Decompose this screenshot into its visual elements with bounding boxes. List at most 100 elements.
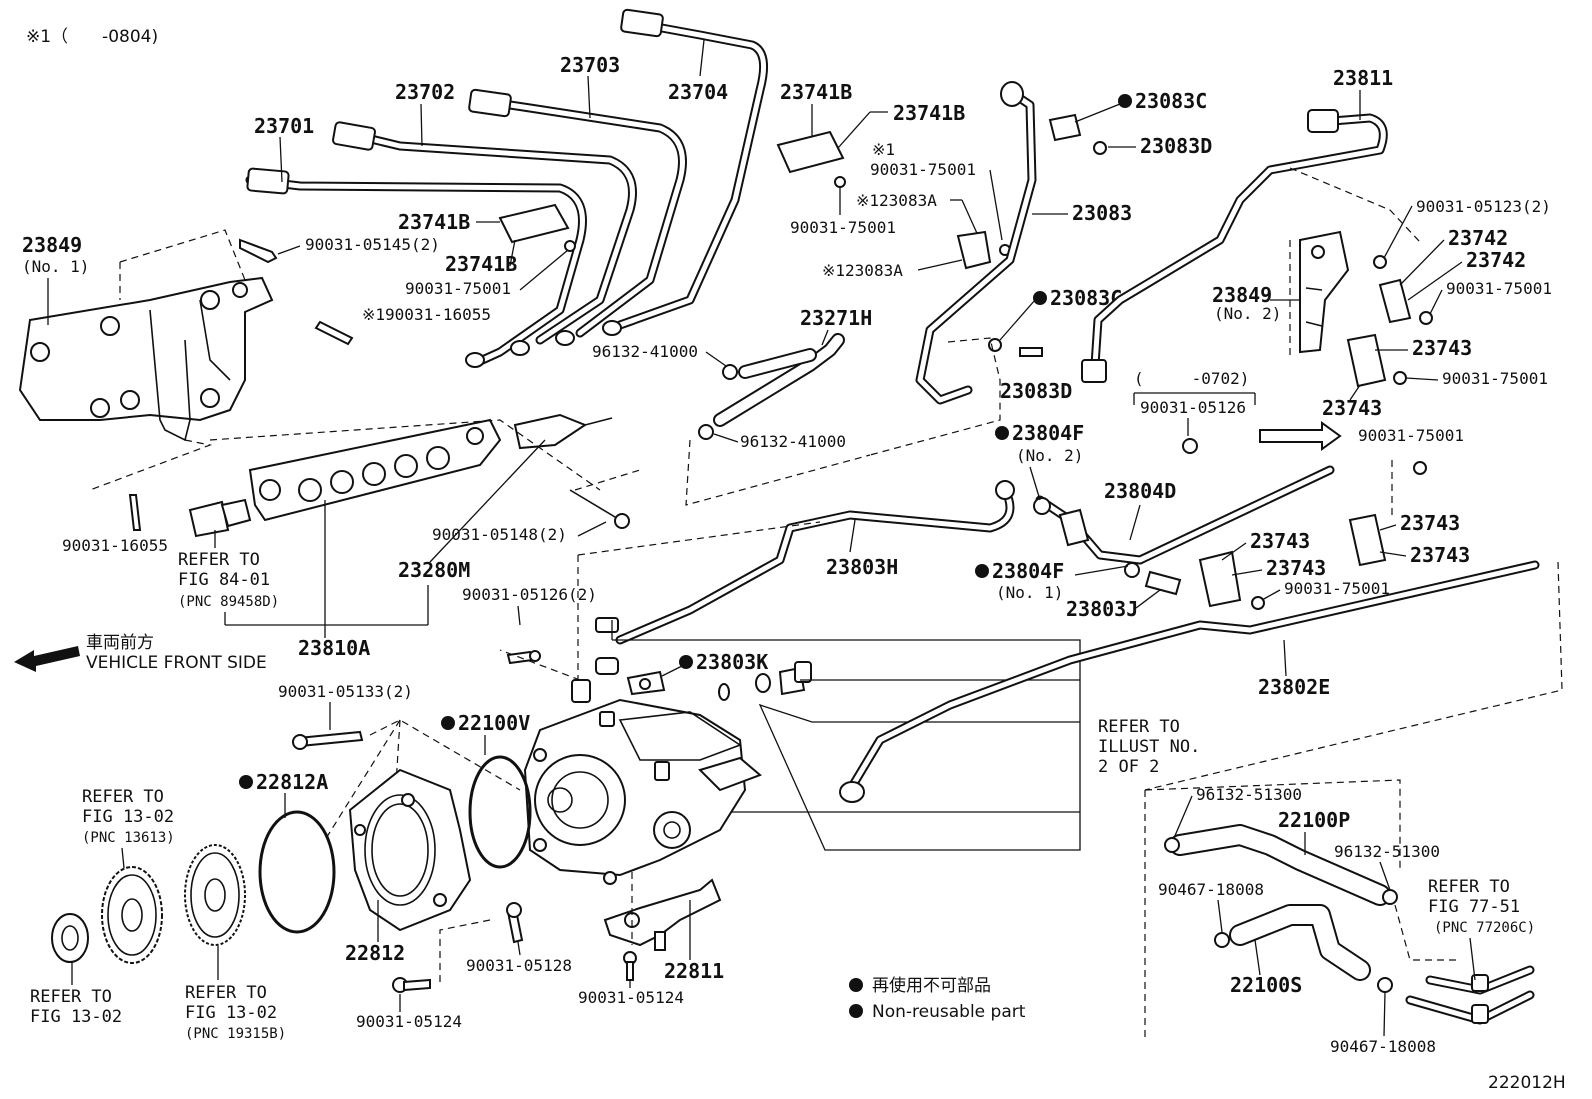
pipe-23804d bbox=[1033, 465, 1335, 596]
label-23803h: 23803H bbox=[826, 555, 898, 579]
label-22812: 22812 bbox=[345, 941, 405, 965]
label-96132-41000-b: 96132-41000 bbox=[740, 432, 846, 451]
bracket-23849-no2 bbox=[1198, 230, 1433, 610]
label-90031-75001-e: 90031-75001 bbox=[1358, 426, 1464, 445]
label-23743-b: 23743 bbox=[1322, 396, 1382, 420]
label-90031-75001-c: 90031-75001 bbox=[1446, 279, 1552, 298]
label-22811: 22811 bbox=[664, 959, 724, 983]
range-note: ( -0702) bbox=[1134, 369, 1249, 388]
nut-part bbox=[51, 913, 89, 963]
pipe-23811 bbox=[1081, 109, 1388, 383]
label-90031-05148: 90031-05148(2) bbox=[432, 525, 567, 544]
label-23741b-b: 23741B bbox=[893, 101, 965, 125]
label-90031-05123: 90031-05123(2) bbox=[1416, 197, 1551, 216]
label-23083a-1: ※123083A bbox=[856, 191, 937, 210]
label-23804d: 23804D bbox=[1104, 479, 1176, 503]
label-23741b-a: 23741B bbox=[780, 80, 852, 104]
pipe-23803h bbox=[615, 480, 1015, 645]
gear-13613 bbox=[101, 866, 163, 964]
label-23703: 23703 bbox=[560, 53, 620, 77]
common-rail-23810a bbox=[248, 413, 613, 522]
bracket-23849-no1 bbox=[18, 276, 274, 442]
refer-fig13c-line3: (PNC 19315B) bbox=[185, 1026, 286, 1042]
refer-fig13b-line1: REFER TO bbox=[30, 987, 112, 1007]
pipe-23802e bbox=[839, 560, 1540, 803]
label-22100v: 22100V bbox=[458, 711, 530, 735]
front-label-en: VEHICLE FRONT SIDE bbox=[86, 653, 267, 673]
refer-fig13c-line2: FIG 13-02 bbox=[185, 1003, 277, 1023]
label-96132-51300-a: 96132-51300 bbox=[1196, 785, 1302, 804]
oring-22812a bbox=[258, 810, 336, 934]
label-23743-d: 23743 bbox=[1266, 556, 1326, 580]
label-90031-05126-2: 90031-05126(2) bbox=[462, 585, 597, 604]
label-90031-05145: 90031-05145(2) bbox=[305, 235, 440, 254]
label-23849-no1-sub: (No. 1) bbox=[22, 257, 89, 276]
label-23804f-a-sub: (No. 2) bbox=[1016, 446, 1083, 465]
label-22812a: 22812A bbox=[256, 770, 328, 794]
refer-fig13a-line1: REFER TO bbox=[82, 787, 164, 807]
label-90031-05124-a: 90031-05124 bbox=[356, 1012, 462, 1031]
gear-19315b bbox=[184, 844, 246, 946]
label-22100p: 22100P bbox=[1278, 808, 1350, 832]
hose-22100s bbox=[1214, 904, 1393, 993]
label-90031-75001-d: 90031-75001 bbox=[1442, 369, 1548, 388]
legend-ja: 再使用不可部品 bbox=[872, 975, 991, 996]
hose-23271h bbox=[698, 333, 845, 440]
pressure-sensor bbox=[188, 498, 252, 538]
pipe-23083 bbox=[915, 81, 1107, 405]
hose-22100p bbox=[1164, 824, 1398, 906]
refer-fig13a-line3: (PNC 13613) bbox=[82, 830, 175, 846]
label-23849-no2-sub: (No. 2) bbox=[1214, 304, 1281, 323]
label-23083c-a: 23083C bbox=[1135, 89, 1207, 113]
refer-fig84-line3: (PNC 89458D) bbox=[178, 594, 279, 610]
refer-fig77-line3: (PNC 77206C) bbox=[1434, 920, 1535, 936]
label-22100s: 22100S bbox=[1230, 973, 1302, 997]
label-23742-b: 23742 bbox=[1466, 248, 1526, 272]
label-90031-05126-top: 90031-05126 bbox=[1140, 398, 1246, 417]
vehicle-front-arrow bbox=[14, 646, 80, 672]
label-23803k: 23803K bbox=[696, 650, 768, 674]
label-90031-05124-b: 90031-05124 bbox=[578, 988, 684, 1007]
label-90031-75001-g: 90031-75001 bbox=[1284, 579, 1390, 598]
label-23811: 23811 bbox=[1333, 66, 1393, 90]
label-23083d-a: 23083D bbox=[1140, 134, 1212, 158]
label-90467-18008-a: 90467-18008 bbox=[1158, 880, 1264, 899]
label-23803j: 23803J bbox=[1066, 597, 1138, 621]
label-23083a-2: ※123083A bbox=[822, 261, 903, 280]
label-23704: 23704 bbox=[668, 80, 728, 104]
label-23743-c: 23743 bbox=[1250, 529, 1310, 553]
label-23742-a: 23742 bbox=[1448, 226, 1508, 250]
pipe-clamps-23741b bbox=[498, 130, 846, 252]
label-23802e: 23802E bbox=[1258, 675, 1330, 699]
plate-22812 bbox=[348, 768, 472, 932]
refer-fig77-line2: FIG 77-51 bbox=[1428, 897, 1520, 917]
label-23741b-d: 23741B bbox=[445, 252, 517, 276]
figure-id: 222012H bbox=[1488, 1073, 1566, 1093]
refer-illust-line1: REFER TO bbox=[1098, 717, 1180, 737]
label-96132-41000-a: 96132-41000 bbox=[592, 342, 698, 361]
label-96132-51300-b: 96132-51300 bbox=[1334, 842, 1440, 861]
label-23743-f: 23743 bbox=[1410, 543, 1470, 567]
label-23804f-b: 23804F bbox=[992, 559, 1064, 583]
label-23804f-b-sub: (No. 1) bbox=[996, 583, 1063, 602]
refer-fig13a-line2: FIG 13-02 bbox=[82, 807, 174, 827]
label-23280m: 23280M bbox=[398, 558, 470, 582]
injection-pipes bbox=[245, 8, 769, 368]
label-90031-05128: 90031-05128 bbox=[466, 956, 572, 975]
label-90031-16055-b: 90031-16055 bbox=[62, 536, 168, 555]
label-90031-75001-b: 90031-75001 bbox=[870, 160, 976, 179]
label-23810a: 23810A bbox=[298, 636, 370, 660]
top-note: ※1（ -0804) bbox=[26, 27, 158, 47]
label-23849-no2: 23849 bbox=[1212, 283, 1272, 307]
refer-illust-line3: 2 OF 2 bbox=[1098, 757, 1159, 777]
refer-fig84-line1: REFER TO bbox=[178, 550, 260, 570]
front-label-ja: 車両前方 bbox=[86, 633, 154, 653]
label-23271h: 23271H bbox=[800, 306, 872, 330]
range-arrow bbox=[1259, 421, 1342, 451]
label-90031-05133: 90031-05133(2) bbox=[278, 682, 413, 701]
label-90467-18008-b: 90467-18008 bbox=[1330, 1037, 1436, 1056]
supply-pump bbox=[523, 679, 762, 885]
oring-22100v bbox=[468, 755, 532, 869]
label-90031-75001-a: 90031-75001 bbox=[790, 218, 896, 237]
label-note-m1: ※1 bbox=[872, 140, 895, 159]
